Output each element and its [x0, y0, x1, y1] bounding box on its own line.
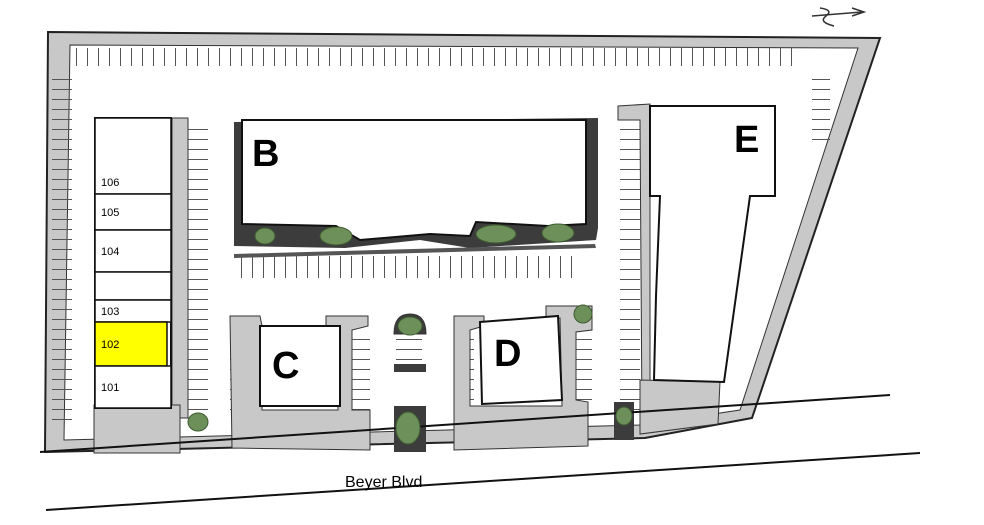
- unit-label: 106: [101, 177, 119, 189]
- building-c-label: C: [272, 345, 299, 387]
- building-e[interactable]: [649, 105, 776, 384]
- unit-label: 102: [101, 339, 119, 351]
- parking-stalls-top-right: [812, 72, 830, 144]
- north-arrow-icon: [811, 7, 867, 27]
- shrub-icon: [187, 223, 633, 445]
- street-label: Beyer Blvd: [345, 474, 422, 491]
- parking-stalls-center: [396, 336, 422, 362]
- parking-stalls-left: [52, 70, 72, 420]
- unit-102[interactable]: [94, 321, 168, 367]
- curb-a: [171, 117, 189, 419]
- unit-label: 103: [101, 306, 119, 318]
- unit-label: 101: [101, 382, 119, 394]
- road-edge-north: [39, 394, 891, 453]
- parking-stalls-right: [620, 120, 640, 410]
- building-b[interactable]: [241, 119, 587, 242]
- road-edge-south: [45, 452, 921, 511]
- unit-label: 105: [101, 207, 119, 219]
- building-d-label: D: [494, 333, 521, 375]
- center-island-bar: [394, 364, 426, 372]
- building-d[interactable]: [478, 314, 564, 406]
- building-e-label: E: [734, 119, 759, 161]
- parking-stalls-d-right: [574, 330, 592, 400]
- parking-stalls-mid: [234, 256, 579, 278]
- unit-blank[interactable]: [94, 271, 172, 301]
- curb-d: [453, 305, 593, 451]
- building-c[interactable]: [259, 325, 341, 407]
- unit-label: 104: [101, 246, 119, 258]
- parking-stalls-top: [74, 48, 802, 66]
- parking-stalls-c-right: [352, 330, 370, 410]
- unit-104[interactable]: [94, 229, 172, 273]
- unit-101[interactable]: [94, 365, 172, 409]
- building-b-label: B: [252, 133, 279, 175]
- parking-stalls-aisle-left: [188, 120, 208, 410]
- sidewalk-b: [234, 244, 596, 258]
